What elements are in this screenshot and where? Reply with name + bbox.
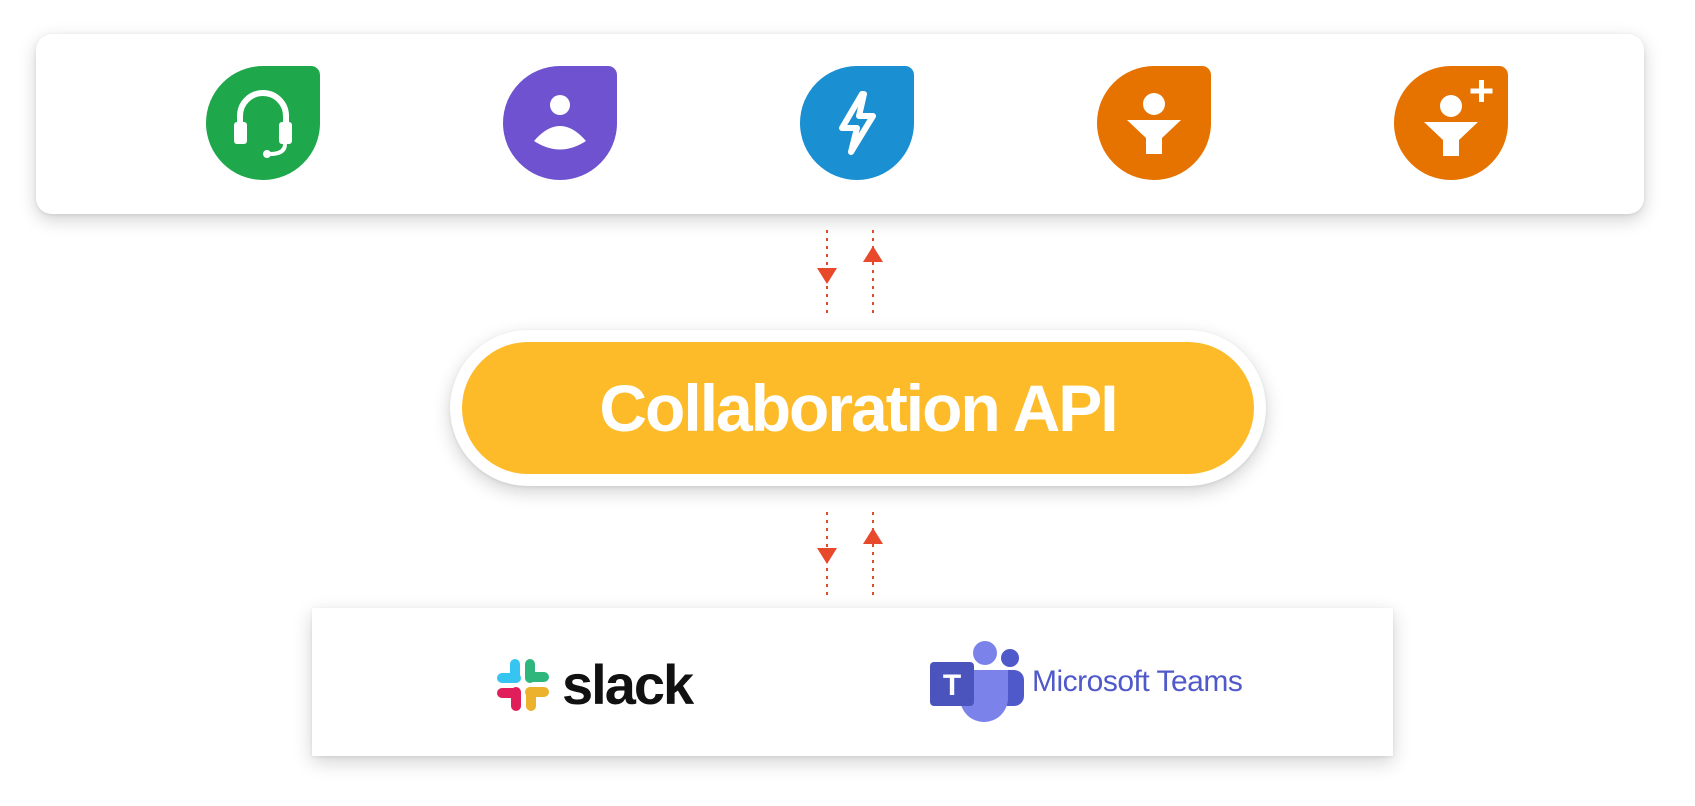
person-funnel-plus-icon (1394, 66, 1508, 180)
teams-icon: T (930, 641, 1024, 722)
person-icon (503, 66, 617, 180)
microsoft-teams-logo: T Microsoft Teams (930, 640, 1243, 724)
sync-arrows-upper (800, 230, 890, 314)
headset-icon (206, 66, 320, 180)
slack-logo: slack (494, 653, 694, 716)
sync-arrows-lower (800, 512, 890, 596)
api-pill-fill: Collaboration API (462, 342, 1254, 474)
lightning-icon (800, 66, 914, 180)
teams-wordmark: Microsoft Teams (1032, 665, 1243, 698)
person-funnel-icon (1097, 66, 1211, 180)
slack-wordmark: slack (562, 653, 694, 716)
integrations-panel: slack T Microsoft Teams (312, 608, 1393, 756)
api-label: Collaboration API (599, 371, 1118, 445)
teams-badge-letter: T (943, 669, 961, 702)
collaboration-api-node: Collaboration API (450, 330, 1266, 486)
slack-hash-icon (497, 659, 549, 711)
product-icons-panel (36, 34, 1644, 214)
